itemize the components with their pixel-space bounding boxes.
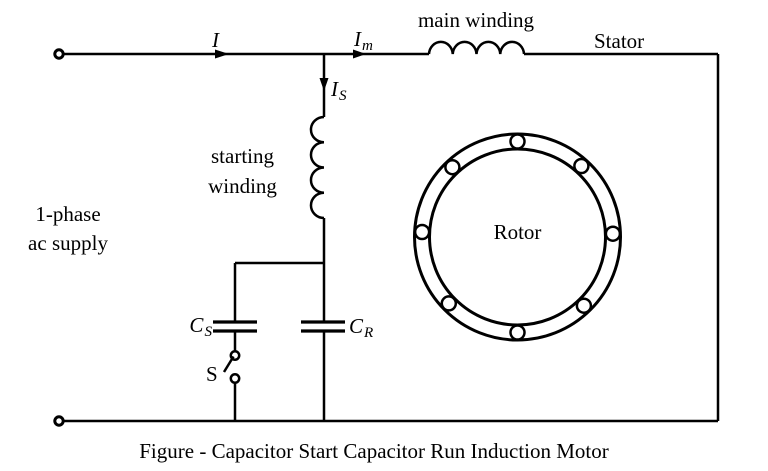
starting-winding-label: starting winding <box>190 141 295 201</box>
current-arrow-start <box>319 78 329 91</box>
stator-label: Stator <box>594 29 645 53</box>
run-capacitor-base: C <box>349 314 364 338</box>
current-arrow-total <box>215 49 229 59</box>
current-total-label: I <box>212 28 220 56</box>
current-arrow-main <box>353 49 366 59</box>
current-start-base: I <box>331 77 338 101</box>
run-capacitor-label: CR <box>349 314 373 342</box>
switch-bottom-contact <box>229 373 241 384</box>
supply-label-line2: ac supply <box>28 231 108 255</box>
current-total-base: I <box>212 28 219 52</box>
current-main-label: Im <box>354 27 373 55</box>
run-capacitor-sub: R <box>364 325 374 342</box>
rotor-conductor-bars <box>413 133 622 341</box>
start-capacitor-label: CS <box>178 313 212 341</box>
switch-label: S <box>206 362 218 386</box>
supply-label: 1-phase ac supply <box>8 200 128 258</box>
main-winding-label: main winding <box>417 8 535 32</box>
supply-label-line1: 1-phase <box>35 202 101 226</box>
start-capacitor-sub: S <box>204 324 212 341</box>
current-main-base: I <box>354 27 361 51</box>
figure-caption: Figure - Capacitor Start Capacitor Run I… <box>139 439 609 463</box>
current-start-sub: S <box>339 88 347 105</box>
switch-blade <box>222 355 235 373</box>
main-winding-coil <box>427 40 526 55</box>
rotor-symbol <box>413 132 622 342</box>
current-main-sub: m <box>362 38 373 55</box>
supply-terminal-bottom <box>53 415 65 427</box>
starting-winding-label-line2: winding <box>208 174 277 198</box>
start-capacitor-base: C <box>189 313 204 337</box>
rotor-label: Rotor <box>493 220 542 244</box>
starting-winding-coil <box>309 115 325 220</box>
current-start-label: IS <box>331 77 347 105</box>
starting-winding-label-line1: starting <box>211 144 274 168</box>
supply-terminal-top <box>53 48 65 60</box>
